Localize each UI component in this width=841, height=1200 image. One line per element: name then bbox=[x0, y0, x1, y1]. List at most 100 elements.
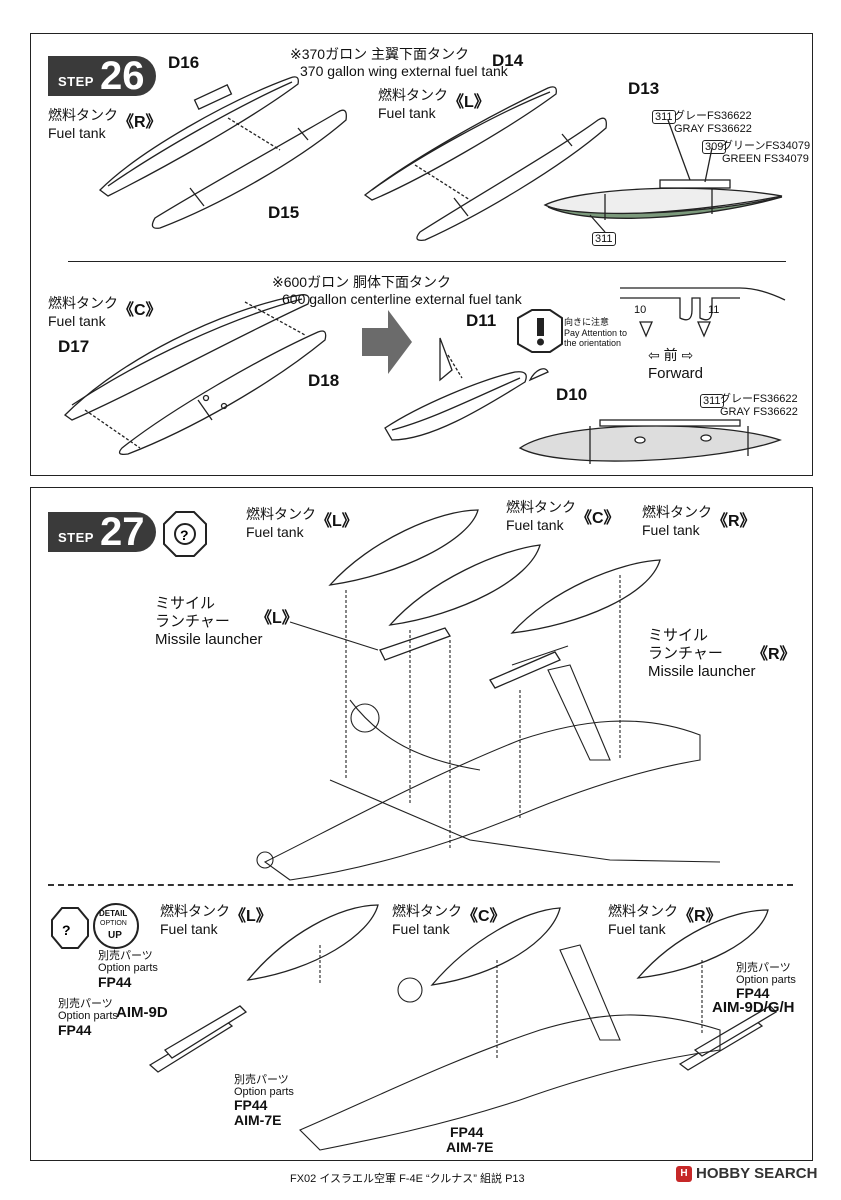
opt-fp44-2: FP44 bbox=[58, 1022, 92, 1038]
tank-r-side: 《R》 bbox=[118, 114, 162, 131]
tail-fin-d11 bbox=[439, 337, 453, 382]
fuel-tank-l bbox=[328, 509, 479, 586]
option-hex-icon: ? bbox=[163, 511, 207, 557]
note-600-en: 600 gallon centerline external fuel tank bbox=[282, 291, 522, 307]
hobby-search-logo: H HOBBY SEARCH bbox=[676, 1165, 817, 1182]
opt-tank-c-en: Fuel tank bbox=[392, 921, 450, 937]
part-d18: D18 bbox=[308, 371, 340, 390]
part-d17: D17 bbox=[58, 337, 90, 356]
opt-parts-en-1: Option parts bbox=[98, 962, 158, 974]
s27-launcher-r-en: Missile launcher bbox=[648, 663, 756, 680]
aim-7e-label-2: AIM-7E bbox=[446, 1139, 494, 1155]
opt-fp44-1: FP44 bbox=[98, 974, 132, 990]
paint-311-jp: グレーFS36622 bbox=[674, 110, 752, 122]
opt-tank-r-en: Fuel tank bbox=[608, 921, 666, 937]
option-fuel-tank-c bbox=[430, 907, 561, 986]
s27-launcher-r-jp1: ミサイル bbox=[648, 627, 709, 644]
opt-parts-jp-3: 別売パーツ bbox=[736, 962, 791, 974]
step-word: STEP bbox=[58, 73, 94, 89]
paint-code-311-c: 311 bbox=[700, 394, 724, 409]
opt-tank-l-jp: 燃料タンク bbox=[160, 903, 230, 919]
forward-jp: ⇦ 前 ⇨ bbox=[648, 347, 694, 363]
s27-launcher-r-jp2: ランチャー bbox=[648, 645, 723, 662]
opt-tank-c-side: 《C》 bbox=[462, 908, 506, 925]
attention-jp: 向きに注意 bbox=[564, 317, 610, 327]
svg-text:?: ? bbox=[180, 527, 189, 543]
tank-c-side: 《C》 bbox=[118, 302, 162, 319]
orientation-inset bbox=[620, 287, 786, 338]
part-d11: D11 bbox=[466, 311, 497, 330]
tank-l-label-en: Fuel tank bbox=[378, 105, 436, 121]
detail-option-icons: ? bbox=[51, 903, 139, 949]
s27-tank-c-en: Fuel tank bbox=[506, 517, 564, 533]
tank-l-lower-half bbox=[416, 117, 607, 241]
fuel-tank-c bbox=[388, 544, 541, 626]
missile-launcher-l bbox=[379, 627, 451, 661]
tank-r-upper-half bbox=[99, 76, 299, 197]
note-600-jp: ※600ガロン 胴体下面タンク bbox=[272, 274, 451, 290]
s27-launcher-l-jp2: ランチャー bbox=[155, 613, 230, 630]
step-number: 26 bbox=[99, 54, 145, 98]
note-370-jp: ※370ガロン 主翼下面タンク bbox=[290, 46, 469, 62]
tank-side-view-green bbox=[543, 119, 783, 233]
aim-7e-label-1: AIM-7E bbox=[234, 1112, 282, 1128]
svg-text:?: ? bbox=[62, 922, 71, 938]
page-footer: FX02 イスラエル空軍 F-4E “クルナス” 組説 P13 bbox=[290, 1173, 525, 1185]
opt-tank-r-jp: 燃料タンク bbox=[608, 903, 678, 919]
fuel-tank-r bbox=[510, 559, 661, 634]
part-d10: D10 bbox=[556, 385, 588, 404]
tank-r-label-en: Fuel tank bbox=[48, 125, 106, 141]
step-number: 27 bbox=[99, 510, 145, 554]
step-26-divider bbox=[68, 261, 786, 262]
s27-tank-l-jp: 燃料タンク bbox=[246, 506, 316, 522]
tank-side-view-gray bbox=[518, 419, 782, 464]
centerline-tank-upper-half bbox=[63, 294, 310, 421]
tank-l-label-jp: 燃料タンク bbox=[378, 87, 448, 103]
opt-tank-c-jp: 燃料タンク bbox=[392, 903, 462, 919]
s27-tank-l-side: 《L》 bbox=[316, 513, 358, 530]
step-26-panel bbox=[30, 33, 813, 476]
part-11: 11 bbox=[708, 304, 720, 316]
attention-icon bbox=[517, 309, 563, 353]
part-d14: D14 bbox=[492, 51, 524, 70]
aim-9d-label: AIM-9D bbox=[116, 1004, 168, 1021]
s27-tank-l-en: Fuel tank bbox=[246, 524, 304, 540]
paint-309-jp: グリーンFS34079 bbox=[722, 140, 811, 152]
s27-tank-r-side: 《R》 bbox=[712, 513, 756, 530]
paint-code-311: 311 bbox=[652, 110, 676, 125]
opt-fp44-5: FP44 bbox=[450, 1124, 484, 1140]
attention-en-1: Pay Attention to bbox=[564, 328, 628, 338]
opt-parts-en-2: Option parts bbox=[58, 1010, 118, 1022]
tank-l-side: 《L》 bbox=[448, 94, 490, 111]
tank-l-upper-half bbox=[363, 86, 557, 201]
opt-parts-jp-2: 別売パーツ bbox=[58, 998, 113, 1010]
opt-parts-jp-4: 別売パーツ bbox=[234, 1074, 289, 1086]
assembly-arrow bbox=[362, 310, 412, 374]
opt-fp44-3: FP44 bbox=[736, 985, 770, 1001]
opt-fp44-4: FP44 bbox=[234, 1097, 268, 1113]
paint-309-en: GREEN FS34079 bbox=[722, 153, 809, 165]
opt-parts-en-4: Option parts bbox=[234, 1086, 294, 1098]
paint-311b-en: GRAY FS36622 bbox=[720, 406, 798, 418]
option-aircraft-underside bbox=[299, 944, 721, 1151]
aim-9dgh-label: AIM-9D/G/H bbox=[712, 999, 795, 1016]
missile-launcher-r bbox=[489, 651, 561, 689]
s27-tank-r-en: Fuel tank bbox=[642, 522, 700, 538]
note-370-en: 370 gallon wing external fuel tank bbox=[300, 63, 508, 79]
opt-tank-l-en: Fuel tank bbox=[160, 921, 218, 937]
hobby-search-logo-icon: H bbox=[676, 1165, 692, 1182]
detail-up-line1: DETAIL bbox=[99, 909, 128, 918]
aircraft-underside bbox=[256, 575, 721, 881]
s27-launcher-l-side: 《L》 bbox=[256, 610, 298, 627]
step-26-badge: STEP 26 bbox=[48, 56, 156, 96]
part-d15: D15 bbox=[268, 203, 300, 222]
step-word: STEP bbox=[58, 529, 94, 545]
opt-tank-l-side: 《L》 bbox=[230, 908, 272, 925]
attention-en-2: the orientation bbox=[564, 338, 622, 348]
paint-code-311-b: 311 bbox=[592, 232, 616, 247]
tank-c-label-jp: 燃料タンク bbox=[48, 295, 118, 311]
opt-parts-jp-1: 別売パーツ bbox=[98, 950, 153, 962]
detail-up-line2: OPTION bbox=[100, 920, 127, 927]
s27-tank-c-side: 《C》 bbox=[576, 510, 620, 527]
